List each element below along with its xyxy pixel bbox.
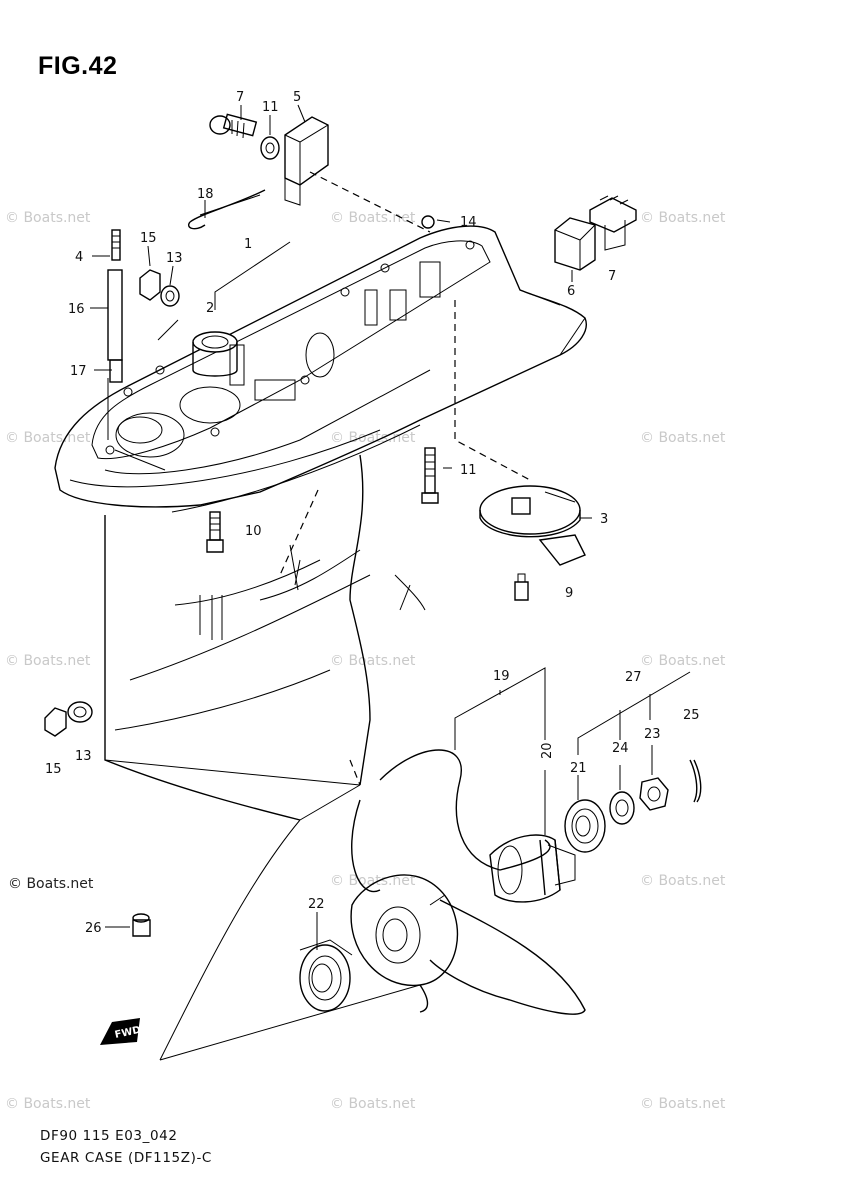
callout-labels: 7 11 5 18 14 6 7 4 15 13 1 2 16 17 11 3 …: [45, 90, 700, 936]
callout-4: 4: [75, 250, 83, 265]
watermark-bold: © Boats.net: [8, 876, 94, 892]
callout-6: 6: [567, 284, 575, 299]
callout-3: 3: [600, 512, 608, 527]
watermark: © Boats.net: [640, 1096, 726, 1112]
callout-11: 11: [460, 463, 477, 478]
watermark: © Boats.net: [5, 1096, 91, 1112]
washer-24: [609, 791, 635, 825]
watermark: © Boats.net: [330, 653, 416, 669]
callout-10: 10: [245, 524, 262, 539]
leader-lines: [107, 171, 531, 786]
bolt-8: [209, 113, 258, 139]
callout-18: 18: [197, 187, 214, 202]
callout-5: 5: [293, 90, 301, 105]
callout-8: 7: [236, 90, 244, 105]
cover-5: [284, 116, 329, 206]
callout-22: 22: [308, 897, 325, 912]
callout-13-top: 13: [166, 251, 183, 266]
watermark: © Boats.net: [5, 653, 91, 669]
callout-24: 24: [612, 741, 629, 756]
plug-15-washer-13-top: [139, 269, 180, 307]
svg-text:FWD: FWD: [114, 1025, 142, 1041]
fwd-direction-marker: FWD: [100, 1018, 142, 1045]
callout-27: 27: [625, 670, 642, 685]
watermark: © Boats.net: [5, 210, 91, 226]
callout-14: 14: [460, 215, 477, 230]
plug-26: [132, 913, 151, 937]
watermark-layer: © Boats.net © Boats.net © Boats.net © Bo…: [5, 210, 726, 1112]
callout-26: 26: [85, 921, 102, 936]
callout-leaders: [90, 104, 691, 950]
callout-12: 11: [262, 100, 279, 115]
callout-16: 16: [68, 302, 85, 317]
callout-23: 23: [644, 727, 661, 742]
plate-6-7: [554, 195, 637, 271]
stud-4-16-17: [107, 229, 123, 383]
washer-12: [260, 136, 280, 160]
wire-18: [188, 189, 266, 230]
plug-15-washer-13-bottom: [44, 701, 93, 737]
callout-15-top: 15: [140, 231, 157, 246]
watermark: © Boats.net: [330, 210, 416, 226]
nut-23: [639, 777, 669, 811]
watermark: © Boats.net: [330, 873, 416, 889]
figure-code: DF90 115 E03_042: [40, 1128, 178, 1144]
watermark: © Boats.net: [330, 1096, 416, 1112]
thrust-washer-21: [564, 799, 606, 853]
callout-25: 25: [683, 708, 700, 723]
callout-9: 9: [565, 586, 573, 601]
plug-14: [421, 215, 435, 229]
watermark: © Boats.net: [640, 210, 726, 226]
figure-caption: GEAR CASE (DF115Z)-C: [40, 1150, 212, 1166]
callout-2: 2: [206, 301, 214, 316]
watermark: © Boats.net: [330, 430, 416, 446]
callout-1: 1: [244, 237, 252, 252]
watermark: © Boats.net: [640, 430, 726, 446]
spacer-22: [299, 939, 353, 1012]
gear-case-housing: [54, 225, 587, 1061]
callout-15-bottom: 15: [45, 762, 62, 777]
figure-title: FIG.42: [38, 52, 118, 80]
plug-9: [514, 573, 529, 601]
propeller: [350, 749, 586, 1015]
callout-7: 7: [608, 269, 616, 284]
trim-tab-3: [479, 485, 586, 566]
bolt-11: [421, 447, 439, 504]
callout-17: 17: [70, 364, 87, 379]
watermark: © Boats.net: [640, 873, 726, 889]
watermark: © Boats.net: [640, 653, 726, 669]
callout-20: 20: [540, 742, 555, 759]
callout-13-bottom: 13: [75, 749, 92, 764]
callout-19: 19: [493, 669, 510, 684]
callout-21: 21: [570, 761, 587, 776]
cotter-pin-25: [689, 759, 702, 803]
watermark: © Boats.net: [5, 430, 91, 446]
bolt-10: [206, 511, 224, 553]
